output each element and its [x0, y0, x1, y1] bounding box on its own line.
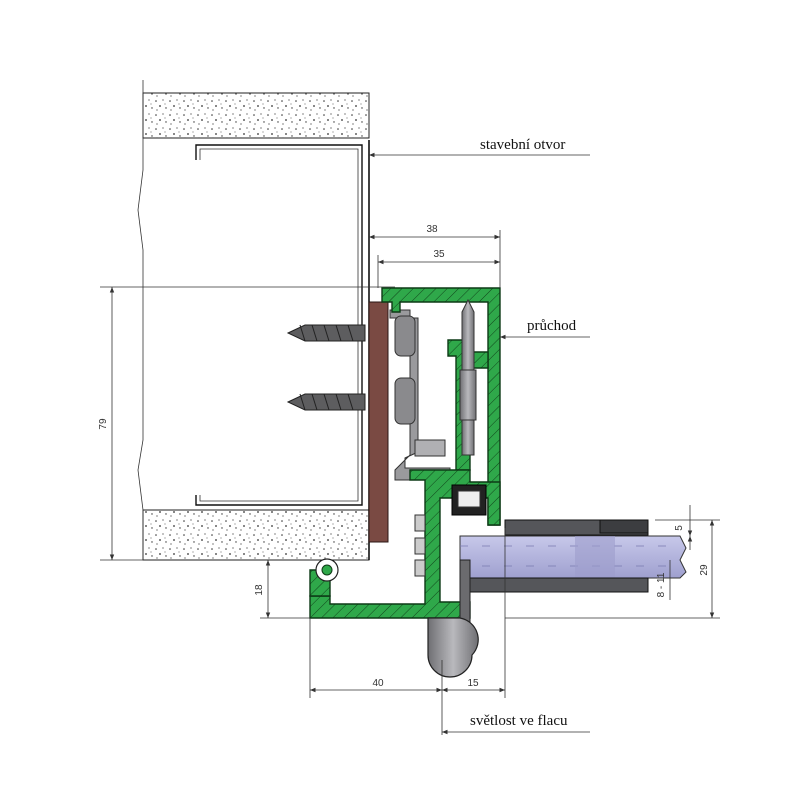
dim-40: 40 [309, 618, 442, 698]
svg-text:5: 5 [674, 525, 685, 531]
svg-text:15: 15 [467, 678, 479, 689]
svg-text:35: 35 [433, 249, 445, 260]
label-passage: průchod [500, 318, 590, 340]
dim-5: 5 [655, 505, 720, 550]
svg-text:průchod: průchod [527, 318, 577, 334]
svg-text:světlost ve flacu: světlost ve flacu [470, 713, 568, 729]
wall-lower-concrete [142, 509, 370, 561]
svg-text:38: 38 [426, 224, 438, 235]
pivot-pin [459, 298, 477, 456]
svg-text:79: 79 [98, 418, 109, 430]
bottom-round-seal [427, 617, 479, 678]
screw-lower [286, 393, 366, 411]
dim-29: 29 [505, 520, 720, 619]
dim-79: 79 [98, 287, 143, 561]
bottom-left-seal [315, 558, 339, 582]
svg-text:40: 40 [372, 678, 384, 689]
label-opening: stavební otvor [369, 137, 590, 158]
screw-upper [286, 324, 366, 342]
glass-clamp-inserts [414, 484, 487, 577]
label-clear-width: světlost ve flacu [442, 713, 590, 735]
svg-text:18: 18 [254, 584, 265, 596]
svg-text:8 - 11: 8 - 11 [656, 572, 667, 597]
mounting-shim [368, 301, 389, 543]
svg-text:stavební otvor: stavební otvor [480, 137, 565, 153]
mounting-bracket [389, 309, 451, 481]
dim-18: 18 [254, 560, 310, 619]
glass-panel [459, 535, 687, 579]
dim-38: 38 [369, 224, 501, 288]
dim-8-11: 8 - 11 [656, 560, 671, 600]
dim-35: 35 [377, 249, 500, 288]
dim-15: 15 [442, 528, 506, 698]
wall-break-line [137, 80, 144, 560]
svg-text:29: 29 [699, 564, 710, 576]
wall-upper-concrete [142, 92, 370, 139]
